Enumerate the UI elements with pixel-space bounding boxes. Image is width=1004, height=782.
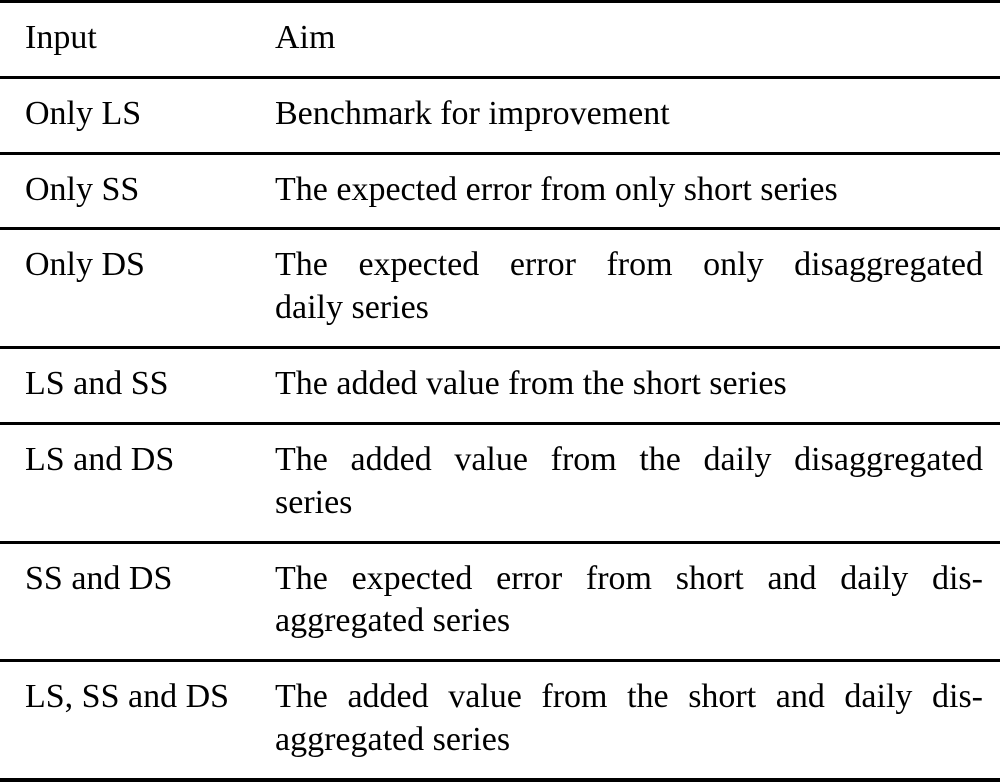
cell-input: Only SS <box>0 153 275 231</box>
cell-aim: The expected error from only short serie… <box>275 153 1000 231</box>
cell-aim-line: aggregated series <box>275 721 511 759</box>
table-header-row: Input Aim <box>0 0 1000 79</box>
cell-input: Only DS <box>0 228 275 350</box>
cell-aim-line: The expected error from only disaggregat… <box>275 246 983 284</box>
cell-input: LS, SS and DS <box>0 660 275 782</box>
table-row: LS, SS and DS The added value from the s… <box>0 660 1000 782</box>
table-row: Only DS The expected error from only dis… <box>0 228 1000 350</box>
cell-aim: The expected error from only disaggregat… <box>275 228 1000 350</box>
cell-aim: The added value from the short and daily… <box>275 660 1000 782</box>
cell-aim: Benchmark for improvement <box>275 77 1000 155</box>
cell-input: LS and SS <box>0 347 275 425</box>
table-row: Only SS The expected error from only sho… <box>0 153 1000 231</box>
cell-input: LS and DS <box>0 423 275 544</box>
table-row: SS and DS The expected error from short … <box>0 542 1000 663</box>
cell-aim: The added value from the short series <box>275 347 1000 425</box>
table-row: LS and DS The added value from the daily… <box>0 423 1000 544</box>
table-row: LS and SS The added value from the short… <box>0 347 1000 425</box>
table-header: Input Aim <box>0 0 1000 79</box>
cell-aim-line: series <box>275 483 353 521</box>
table-row: Only LS Benchmark for improvement <box>0 77 1000 155</box>
table-body: Only LS Benchmark for improvement Only S… <box>0 77 1000 782</box>
cell-aim: The added value from the daily disaggreg… <box>275 423 1000 544</box>
cell-input: Only LS <box>0 77 275 155</box>
cell-aim-line: The added value from the daily disaggreg… <box>275 440 983 478</box>
cell-aim-line: daily series <box>275 289 429 327</box>
column-header-input: Input <box>0 0 275 79</box>
cell-aim-line: aggregated series <box>275 602 511 640</box>
cell-aim-line: The expected error from short and daily … <box>275 559 983 597</box>
cell-aim-line: The added value from the short and daily… <box>275 678 983 716</box>
column-header-aim: Aim <box>275 0 1000 79</box>
cell-aim: The expected error from short and daily … <box>275 542 1000 663</box>
cell-input: SS and DS <box>0 542 275 663</box>
